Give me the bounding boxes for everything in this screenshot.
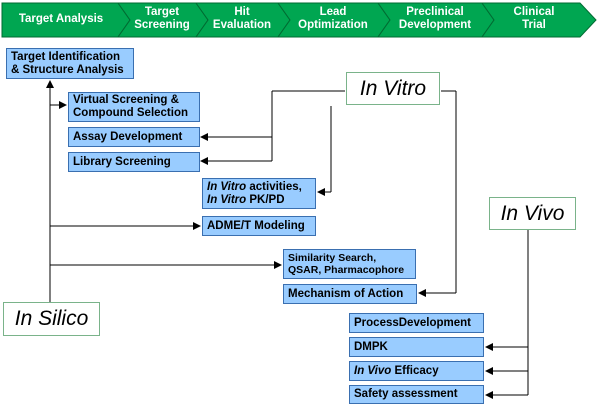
- stage-target-screening: Target Screening: [134, 6, 190, 31]
- stage-clinical-trial: Clinical Trial: [513, 6, 555, 31]
- in-vivo-efficacy-text: Efficacy: [391, 364, 439, 377]
- box-virtual-screening: Virtual Screening & Compound Selection: [68, 92, 200, 122]
- box-mechanism-of-action: Mechanism of Action: [283, 284, 417, 304]
- connectors: [46, 80, 529, 399]
- box-assay-development: Assay Development: [68, 127, 200, 147]
- stage-hit-evaluation: Hit Evaluation: [212, 6, 272, 31]
- in-vitro-activities-text: activities,: [246, 180, 302, 193]
- label-in-silico: In Silico: [3, 302, 100, 336]
- box-adme-t-modeling: ADME/T Modeling: [202, 216, 316, 236]
- in-vitro-pkpd-text: PK/PD: [246, 193, 285, 206]
- label-in-vitro: In Vitro: [346, 72, 440, 105]
- in-vitro-activities-line: In Vitro activities,: [207, 181, 302, 194]
- in-vitro-pkpd-line: In Vitro PK/PD: [207, 194, 285, 207]
- box-safety-assessment: Safety assessment: [349, 385, 484, 404]
- pipeline-arrow: [1, 2, 597, 38]
- in-vitro-activities-italic: In Vitro: [207, 180, 247, 193]
- stage-shape-clinical-trial: [481, 2, 597, 38]
- in-vitro-pkpd-italic: In Vitro: [207, 193, 247, 206]
- box-in-vitro-activities: In Vitro activities, In Vitro PK/PD: [202, 178, 316, 209]
- box-library-screening: Library Screening: [68, 152, 200, 172]
- stage-target-analysis: Target Analysis: [18, 12, 104, 25]
- box-process-development: ProcessDevelopment: [349, 313, 484, 333]
- box-dmpk: DMPK: [349, 337, 484, 357]
- stage-lead-optimization: Lead Optimization: [298, 6, 368, 31]
- box-in-vivo-efficacy: In Vivo Efficacy: [349, 361, 484, 381]
- label-in-vivo: In Vivo: [489, 197, 576, 230]
- stage-preclinical-development: Preclinical Development: [398, 6, 472, 31]
- box-similarity-search: Similarity Search, QSAR, Pharmacophore: [283, 249, 416, 279]
- box-target-identification: Target Identification & Structure Analys…: [6, 48, 134, 79]
- in-vivo-efficacy-italic: In Vivo: [354, 364, 392, 377]
